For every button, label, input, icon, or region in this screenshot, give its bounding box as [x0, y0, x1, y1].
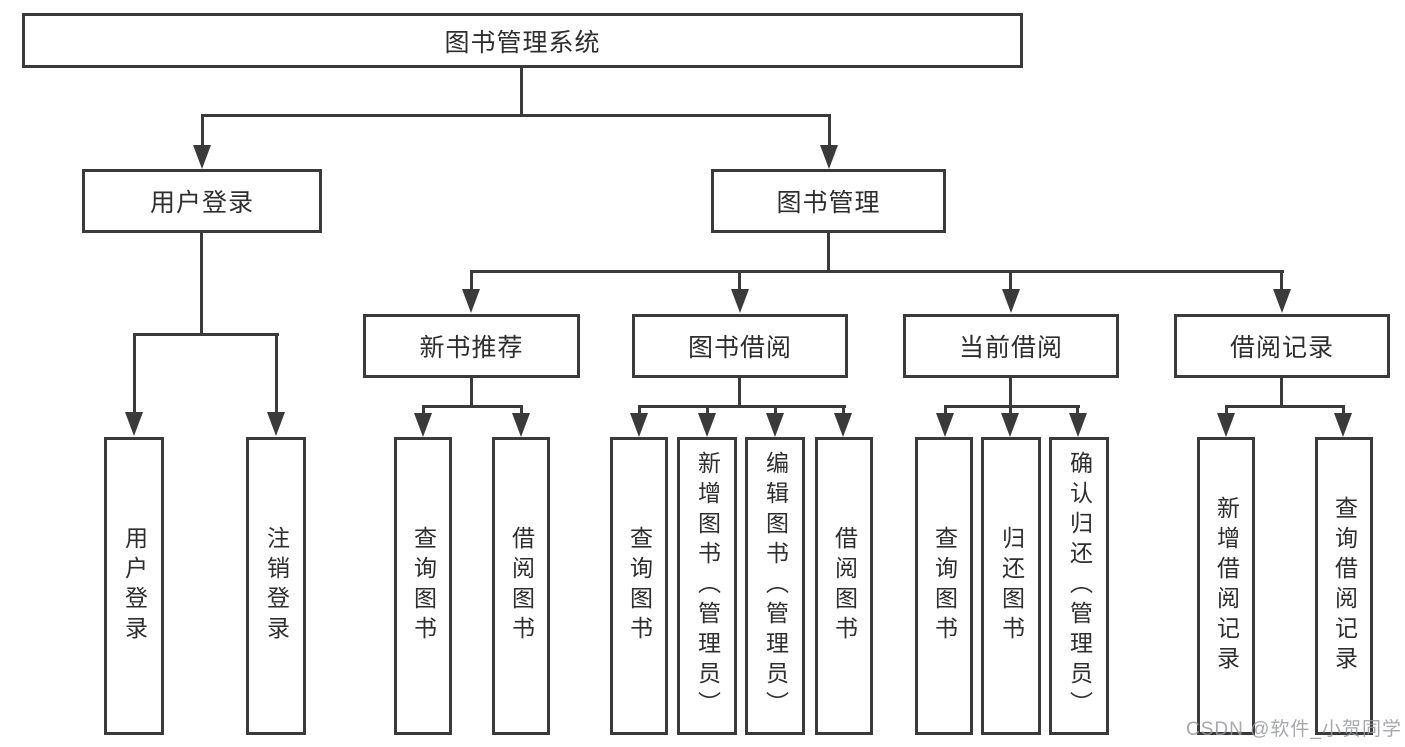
node-user-login: 用户登录 [82, 169, 322, 233]
node-book-management-label: 图书管理 [776, 189, 881, 217]
node-book-management: 图书管理 [711, 169, 946, 233]
leaf-nb-query-book: 查询图书 [394, 437, 452, 735]
leaf-cb-confirm-return-admin: 确认归还（管理员） [1049, 437, 1109, 735]
arrow-down-icon [766, 413, 784, 437]
connector-cb-stem [1009, 378, 1012, 407]
arrow-down-icon [820, 145, 838, 169]
connector-br-bar [1225, 405, 1345, 408]
arrow-down-icon [698, 413, 716, 437]
leaf-bb-edit-book-admin-label: 编辑图书（管理员） [762, 451, 789, 721]
node-new-book-recommend-label: 新书推荐 [419, 334, 524, 362]
connector-bb-drop-3 [774, 405, 777, 415]
arrow-down-icon [1069, 413, 1087, 437]
connector-bb-drop-1 [638, 405, 641, 415]
connector-cb-drop-2 [1009, 405, 1012, 415]
connector-nb-drop-2 [520, 405, 523, 415]
leaf-bb-query-book: 查询图书 [610, 437, 668, 735]
leaf-bb-borrow-book: 借阅图书 [815, 437, 873, 735]
arrow-down-icon [834, 413, 852, 437]
arrow-down-icon [1217, 413, 1235, 437]
leaf-cb-query-book: 查询图书 [915, 437, 973, 735]
connector-book-mgmt-drop-3 [1009, 270, 1012, 292]
connector-user-login-bar [133, 333, 279, 336]
connector-root-drop-right [828, 114, 831, 147]
arrow-down-icon [512, 413, 530, 437]
arrow-down-icon [1001, 413, 1019, 437]
leaf-logout-label: 注销登录 [263, 526, 290, 646]
connector-nb-stem [470, 378, 473, 407]
connector-user-login-drop-1 [133, 333, 136, 413]
connector-cb-drop-1 [944, 405, 947, 415]
leaf-br-add-record-label: 新增借阅记录 [1213, 496, 1240, 676]
node-user-login-label: 用户登录 [149, 189, 254, 217]
leaf-br-query-record-label: 查询借阅记录 [1331, 496, 1358, 676]
node-library-system: 图书管理系统 [22, 13, 1023, 68]
connector-book-mgmt-drop-4 [1280, 270, 1283, 292]
arrow-down-icon [267, 412, 285, 436]
connector-book-mgmt-stem [827, 233, 830, 273]
connector-book-mgmt-drop-2 [738, 270, 741, 292]
leaf-user-login-label: 用户登录 [121, 526, 148, 646]
leaf-nb-query-book-label: 查询图书 [410, 526, 437, 646]
leaf-nb-borrow-book-label: 借阅图书 [508, 526, 535, 646]
leaf-bb-add-book-admin: 新增图书（管理员） [677, 437, 737, 735]
arrow-down-icon [731, 289, 749, 313]
arrow-down-icon [630, 413, 648, 437]
node-library-system-label: 图书管理系统 [444, 28, 601, 57]
arrow-down-icon [414, 413, 432, 437]
node-book-borrow-label: 图书借阅 [687, 334, 792, 362]
connector-user-login-drop-2 [275, 333, 278, 413]
leaf-bb-edit-book-admin: 编辑图书（管理员） [745, 437, 805, 735]
connector-bb-stem [738, 378, 741, 407]
arrow-down-icon [936, 413, 954, 437]
connector-br-drop-2 [1342, 405, 1345, 415]
leaf-cb-return-book: 归还图书 [981, 437, 1041, 735]
connector-book-mgmt-bar [470, 270, 1284, 273]
connector-nb-drop-1 [422, 405, 425, 415]
connector-book-mgmt-drop-1 [470, 270, 473, 292]
connector-bb-drop-2 [706, 405, 709, 415]
node-book-borrow: 图书借阅 [632, 314, 848, 378]
leaf-bb-add-book-admin-label: 新增图书（管理员） [694, 451, 721, 721]
leaf-bb-query-book-label: 查询图书 [626, 526, 653, 646]
connector-cb-drop-3 [1076, 405, 1079, 415]
connector-user-login-stem [200, 233, 203, 336]
connector-root-bar [201, 114, 831, 117]
node-new-book-recommend: 新书推荐 [363, 314, 580, 378]
connector-nb-bar [422, 405, 523, 408]
leaf-bb-borrow-book-label: 借阅图书 [831, 526, 858, 646]
csdn-watermark: CSDN @软件_小贺同学 [1186, 719, 1402, 740]
node-borrow-records: 借阅记录 [1174, 314, 1390, 378]
arrow-down-icon [1002, 289, 1020, 313]
connector-bb-drop-4 [842, 405, 845, 415]
connector-br-drop-1 [1225, 405, 1228, 415]
node-current-borrow-label: 当前借阅 [958, 334, 1063, 362]
leaf-logout: 注销登录 [246, 437, 306, 735]
arrow-down-icon [193, 145, 211, 169]
arrow-down-icon [125, 412, 143, 436]
leaf-br-add-record: 新增借阅记录 [1197, 437, 1255, 735]
connector-root-drop-left [201, 114, 204, 147]
leaf-cb-return-book-label: 归还图书 [998, 526, 1025, 646]
connector-root-stem [520, 66, 523, 116]
leaf-nb-borrow-book: 借阅图书 [492, 437, 550, 735]
leaf-br-query-record: 查询借阅记录 [1315, 437, 1373, 735]
leaf-user-login: 用户登录 [104, 437, 164, 735]
leaf-cb-query-book-label: 查询图书 [931, 526, 958, 646]
connector-bb-bar [638, 405, 846, 408]
arrow-down-icon [1334, 413, 1352, 437]
connector-br-stem [1280, 378, 1283, 407]
node-current-borrow: 当前借阅 [903, 314, 1119, 378]
connector-cb-bar [944, 405, 1080, 408]
arrow-down-icon [462, 289, 480, 313]
node-borrow-records-label: 借阅记录 [1229, 334, 1334, 362]
leaf-cb-confirm-return-admin-label: 确认归还（管理员） [1066, 451, 1093, 721]
arrow-down-icon [1273, 289, 1291, 313]
